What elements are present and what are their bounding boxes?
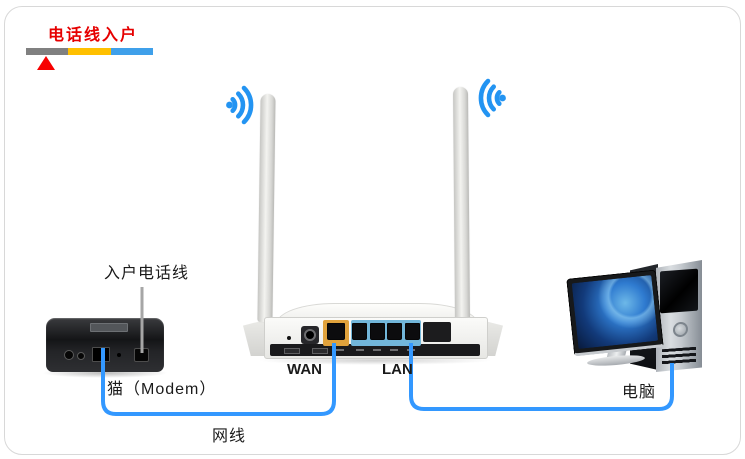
monitor (566, 269, 664, 357)
legend-title: 电话线入户 (48, 27, 139, 44)
network-cable-label: 网线 (212, 428, 247, 445)
wan-rj45-jack (327, 323, 345, 340)
reset-label-mark (284, 348, 300, 354)
modem-device (46, 318, 164, 372)
router-antenna-right (452, 86, 471, 323)
wifi-signal-right-icon (478, 78, 506, 118)
legend-lan-segment (110, 48, 153, 55)
modem-phone-port (134, 348, 149, 362)
lan3-label-mark (390, 349, 398, 351)
modem-label: 猫（Modem） (107, 381, 217, 398)
router-lan-ports (351, 320, 421, 346)
lan1-label-mark (356, 349, 364, 351)
diagram-border (4, 6, 741, 455)
wifi-signal-left-icon (226, 85, 254, 125)
power-label-mark (312, 348, 328, 354)
lan-port-2 (369, 323, 385, 340)
router-antenna-left (257, 93, 276, 323)
computer-label: 电脑 (622, 384, 657, 401)
lan-label: LAN (382, 361, 413, 378)
wan-label: WAN (287, 361, 322, 378)
computer-device (566, 256, 730, 381)
legend-phone-segment (26, 48, 69, 55)
lan4-label-mark (407, 349, 415, 351)
legend-wan-segment (68, 48, 111, 55)
pc-vents (662, 346, 696, 366)
router-reset-button (287, 336, 291, 340)
modem-reset-hole (117, 353, 121, 357)
modem-ethernet-port (92, 347, 110, 362)
router-wan-port (323, 320, 349, 346)
router-shadow (258, 356, 492, 365)
lan-port-4 (404, 323, 420, 340)
modem-power-port (64, 350, 74, 360)
modem-switch (77, 352, 85, 360)
monitor-screen (571, 275, 659, 350)
router-power-jack (301, 326, 319, 344)
monitor-stand-base (586, 353, 646, 368)
router-wps-section (423, 322, 451, 342)
modem-label-sticker (90, 323, 128, 332)
up-arrow-icon (37, 56, 55, 70)
legend-bar (26, 48, 153, 55)
lan-port-3 (387, 323, 403, 340)
lan-port-1 (352, 323, 368, 340)
power-jack-ring (304, 329, 316, 341)
wan-label-mark (332, 349, 344, 351)
lan2-label-mark (373, 349, 381, 351)
pc-drive-bay (660, 268, 698, 314)
incoming-phone-line-label: 入户电话线 (104, 265, 190, 282)
